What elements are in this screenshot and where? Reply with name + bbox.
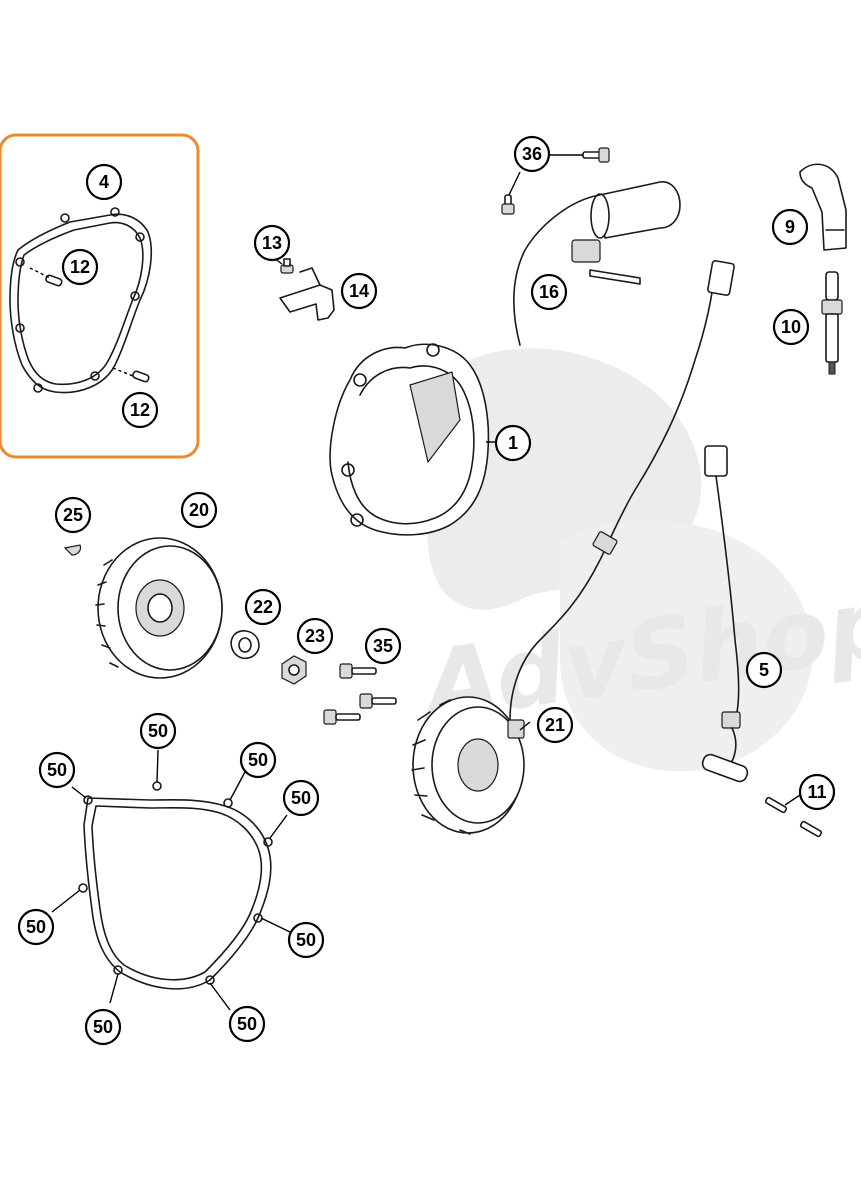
bolt-35-c (323, 709, 361, 725)
woodruff-key (63, 544, 82, 556)
callout-25: 25 (54, 496, 92, 534)
svg-text:50: 50 (248, 750, 268, 770)
bolt-36-a (582, 147, 610, 163)
callout-1: 1 (494, 424, 532, 462)
svg-text:50: 50 (93, 1017, 113, 1037)
svg-text:50: 50 (237, 1014, 257, 1034)
callout-50-left-top: 50 (38, 751, 76, 789)
bolts-35 (323, 663, 397, 725)
flywheel-teeth (95, 559, 119, 668)
svg-text:23: 23 (305, 626, 325, 646)
callout-9: 9 (771, 208, 809, 246)
spark-plug-cap (799, 163, 847, 251)
callout-21: 21 (536, 706, 574, 744)
svg-text:16: 16 (539, 282, 559, 302)
callout-35: 35 (364, 627, 402, 665)
svg-text:10: 10 (781, 317, 801, 337)
callout-50-left: 50 (17, 908, 55, 946)
flywheel (95, 537, 223, 679)
callout-16: 16 (530, 273, 568, 311)
bolt-35-a (339, 663, 377, 679)
ignition-coil (513, 181, 681, 346)
callout-13: 13 (253, 224, 291, 262)
svg-text:25: 25 (63, 505, 83, 525)
cable-clip-14 (279, 267, 335, 321)
callout-4: 4 (85, 163, 123, 201)
callout-12-lower: 12 (121, 391, 159, 429)
callout-50-right: 50 (282, 779, 320, 817)
callout-12-upper: 12 (61, 248, 99, 286)
svg-text:11: 11 (807, 782, 826, 802)
screw-13 (280, 258, 294, 274)
svg-text:12: 12 (70, 257, 90, 277)
wire-harness-5 (704, 445, 741, 776)
callout-50-bottom-left: 50 (84, 1008, 122, 1046)
svg-text:36: 36 (522, 144, 542, 164)
callout-36: 36 (513, 135, 551, 173)
svg-text:50: 50 (296, 930, 316, 950)
callout-50-top: 50 (139, 712, 177, 750)
svg-text:50: 50 (148, 721, 168, 741)
callout-5: 5 (745, 651, 783, 689)
dowel-pin-upper (45, 274, 63, 287)
callout-20: 20 (180, 491, 218, 529)
washer-22 (230, 630, 260, 660)
svg-text:22: 22 (253, 597, 273, 617)
svg-text:50: 50 (291, 788, 311, 808)
svg-text:13: 13 (262, 233, 282, 253)
spark-plug (821, 271, 843, 375)
dowel-pin-lower (132, 370, 150, 383)
gasket-outer (78, 781, 273, 990)
callout-50-right-bottom: 50 (287, 921, 325, 959)
callout-22: 22 (244, 588, 282, 626)
svg-text:50: 50 (26, 917, 46, 937)
callout-14: 14 (340, 272, 378, 310)
nut-23 (281, 655, 307, 685)
watermark-wheel-shape (560, 520, 813, 772)
svg-text:21: 21 (545, 715, 565, 735)
svg-text:1: 1 (508, 433, 518, 453)
callout-10: 10 (772, 308, 810, 346)
ignition-cover (329, 343, 490, 536)
svg-text:14: 14 (349, 281, 369, 301)
svg-text:12: 12 (130, 400, 150, 420)
svg-text:9: 9 (785, 217, 795, 237)
stator-poles (411, 699, 471, 835)
svg-text:4: 4 (99, 172, 109, 192)
svg-text:35: 35 (373, 636, 393, 656)
svg-text:5: 5 (759, 660, 769, 680)
callout-23: 23 (296, 617, 334, 655)
callout-50-right-top: 50 (239, 741, 277, 779)
leaders-50 (51, 749, 291, 1011)
watermark: AdvShop (411, 348, 861, 772)
svg-text:20: 20 (189, 500, 209, 520)
bolt-36-b (501, 194, 515, 215)
callout-50-bottom-right: 50 (228, 1005, 266, 1043)
pickup-sensor (701, 753, 823, 838)
highlight-frame (0, 133, 200, 459)
callout-11: 11 (798, 773, 836, 811)
gasket-inner (9, 207, 153, 394)
bolt-35-b (359, 693, 397, 709)
svg-text:50: 50 (47, 760, 67, 780)
stator (411, 696, 525, 835)
wiring-loom (509, 260, 735, 721)
